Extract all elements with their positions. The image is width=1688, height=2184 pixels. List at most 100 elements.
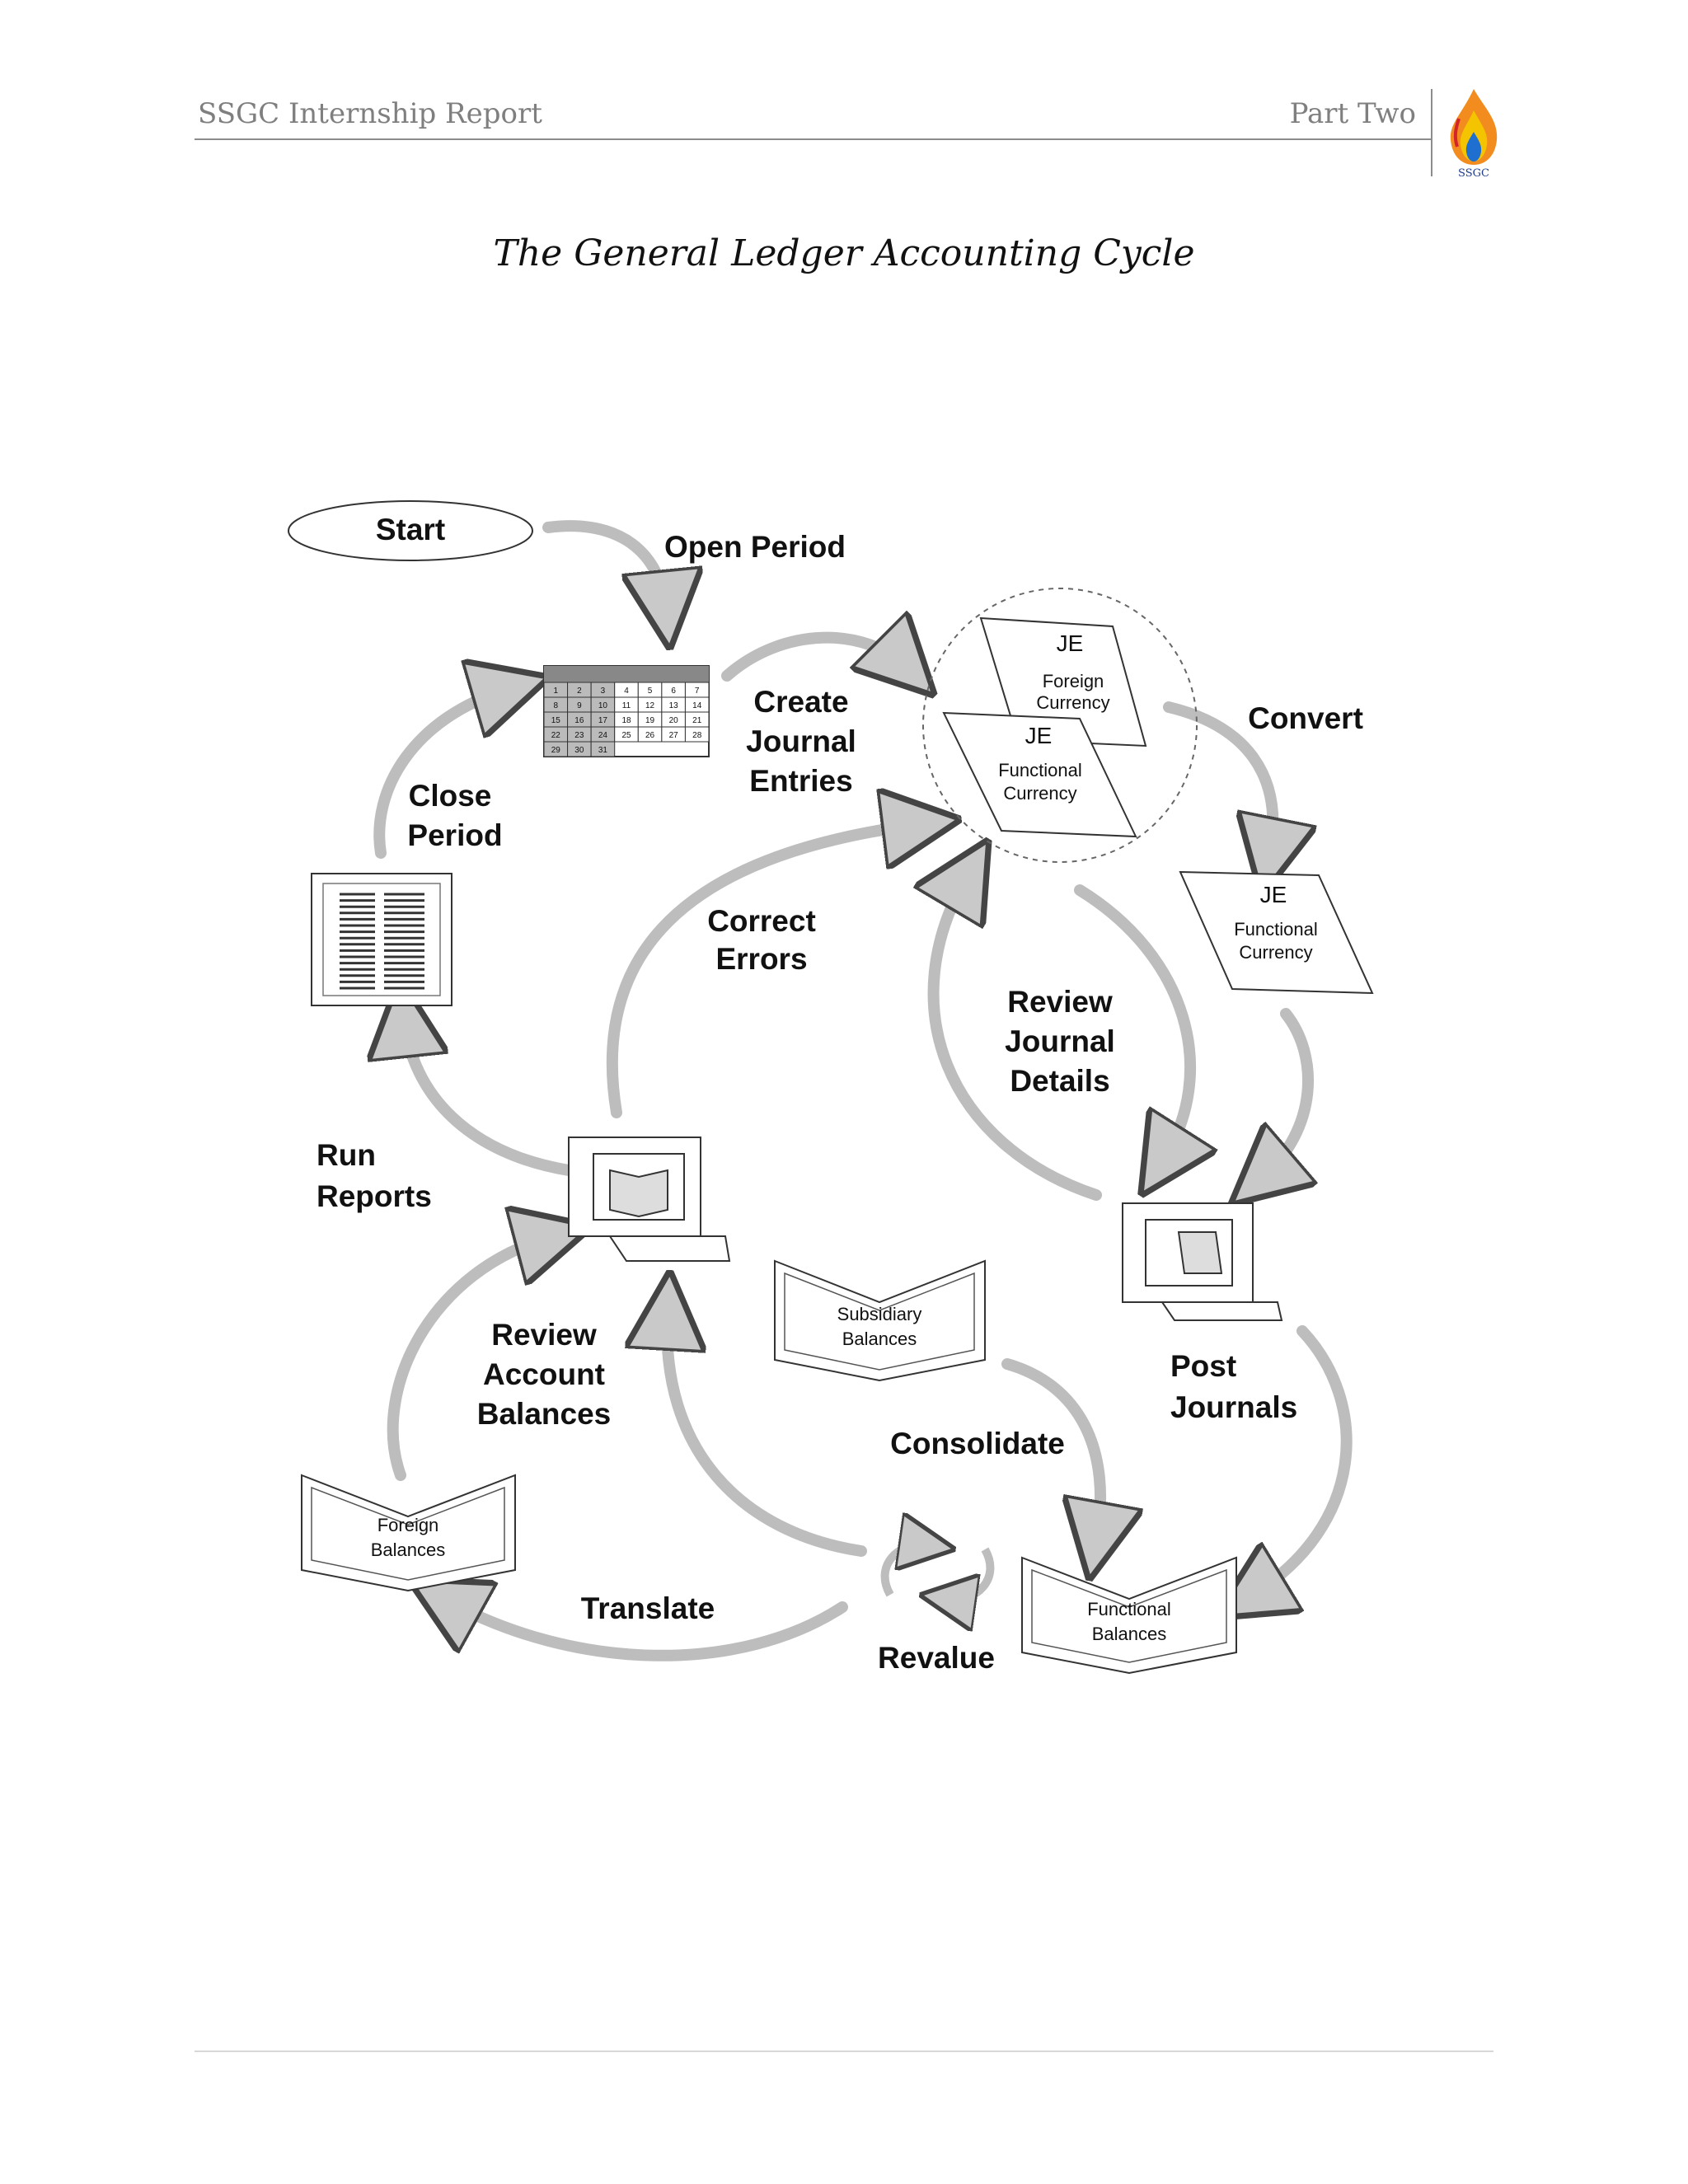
- arrow-run-reports: [404, 1018, 574, 1176]
- svg-text:Foreign: Foreign: [1043, 671, 1104, 691]
- calendar-day: 16: [574, 716, 584, 725]
- arrow-correct-errors: [606, 824, 921, 1118]
- calendar-day: 9: [577, 701, 582, 710]
- start-node: [288, 500, 533, 561]
- calendar-day: 24: [598, 731, 608, 740]
- svg-text:Functional: Functional: [1087, 1599, 1171, 1619]
- journal-entries-group: [922, 588, 1198, 863]
- label-close-2: Period: [407, 818, 502, 852]
- calendar-day: 15: [551, 716, 561, 725]
- svg-text:JE: JE: [1025, 723, 1053, 748]
- calendar-day: 17: [598, 716, 608, 725]
- subsidiary-balances-book: Subsidiary Balances: [774, 1259, 986, 1382]
- calendar-day: 14: [692, 701, 702, 710]
- label-review-journal-3: Details: [1010, 1064, 1109, 1098]
- svg-text:Functional: Functional: [998, 760, 1082, 780]
- label-create-1: Create: [753, 685, 848, 719]
- label-create-3: Entries: [749, 764, 852, 798]
- computer-icon-right: [1122, 1202, 1283, 1321]
- calendar-day: 26: [645, 731, 655, 740]
- label-review-journal-2: Journal: [1005, 1024, 1115, 1058]
- label-open-period: Open Period: [664, 530, 846, 564]
- arrow-revalue-up: [667, 1310, 867, 1557]
- calendar-day: 29: [551, 746, 561, 755]
- arrow-create-entries: [721, 638, 907, 676]
- page-title: The General Ledger Accounting Cycle: [493, 232, 1195, 274]
- arrow-consolidate: [1001, 1358, 1100, 1541]
- svg-text:JE: JE: [1057, 630, 1084, 656]
- calendar-day: 12: [645, 701, 655, 710]
- arrow-post-to-functional: [1249, 1325, 1353, 1597]
- arrow-close-period: [373, 688, 511, 859]
- arrow-review-up: [934, 874, 1102, 1201]
- je-foreign-currency-doc: JE Foreign Currency: [979, 616, 1147, 748]
- svg-text:JE: JE: [1260, 882, 1287, 907]
- report-icon: [311, 873, 452, 1006]
- calendar-day: 22: [551, 731, 561, 740]
- calendar-day: 21: [692, 716, 702, 725]
- header-divider: [195, 138, 1431, 140]
- svg-text:Foreign: Foreign: [377, 1515, 439, 1535]
- svg-text:Currency: Currency: [1036, 692, 1109, 713]
- header-section-label: Part Two: [1289, 97, 1416, 130]
- label-post-1: Post: [1170, 1349, 1236, 1383]
- label-review-account-2: Account: [483, 1357, 605, 1391]
- arrow-open-period: [542, 520, 666, 610]
- label-translate: Translate: [581, 1591, 715, 1625]
- calendar-day: 10: [598, 701, 608, 710]
- arrow-translate: [443, 1599, 848, 1661]
- label-correct-2: Errors: [715, 942, 807, 976]
- calendar-day: 2: [577, 687, 582, 696]
- calendar-day: 25: [621, 731, 631, 740]
- calendar-day: 6: [671, 687, 676, 696]
- svg-text:Currency: Currency: [1003, 783, 1076, 804]
- svg-text:Functional: Functional: [1234, 919, 1318, 940]
- revalue-cycle-icon: [880, 1544, 995, 1599]
- functional-balances-book: Functional Balances: [1021, 1556, 1237, 1675]
- label-run-reports-1: Run: [316, 1138, 376, 1172]
- label-run-reports-2: Reports: [316, 1179, 432, 1213]
- calendar-day: 18: [621, 716, 631, 725]
- svg-text:Balances: Balances: [371, 1540, 446, 1560]
- label-correct-1: Correct: [707, 904, 816, 938]
- ssgc-logo: SSGC: [1450, 89, 1498, 178]
- header-vertical-divider: [1431, 89, 1432, 176]
- calendar-day: 5: [648, 687, 653, 696]
- calendar-day: 7: [695, 687, 700, 696]
- arrow-review-down: [1074, 884, 1190, 1162]
- calendar-day: 27: [669, 731, 679, 740]
- svg-text:Subsidiary: Subsidiary: [837, 1304, 922, 1324]
- label-review-account-3: Balances: [477, 1397, 612, 1431]
- calendar-day: 28: [692, 731, 702, 740]
- calendar-day: 19: [645, 716, 655, 725]
- label-post-2: Journals: [1170, 1390, 1297, 1424]
- label-convert: Convert: [1248, 701, 1363, 735]
- calendar-day: 3: [601, 687, 606, 696]
- label-close-1: Close: [409, 779, 492, 813]
- arrow-review-account: [387, 1236, 554, 1481]
- svg-text:Balances: Balances: [1092, 1624, 1167, 1644]
- label-review-journal-1: Review: [1007, 985, 1113, 1019]
- foreign-balances-book: Foreign Balances: [301, 1474, 516, 1592]
- arrow-convert: [1163, 701, 1273, 857]
- calendar-day: 23: [574, 731, 584, 740]
- label-review-account-1: Review: [491, 1318, 597, 1352]
- flow-arrows: [373, 520, 1353, 1661]
- label-consolidate: Consolidate: [890, 1427, 1065, 1460]
- calendar-day: 13: [669, 701, 679, 710]
- je-functional-currency-doc: JE Functional Currency: [942, 711, 1137, 838]
- calendar-day: 11: [622, 701, 631, 710]
- svg-text:Balances: Balances: [842, 1329, 917, 1349]
- svg-text:Currency: Currency: [1239, 942, 1312, 963]
- calendar-day: 1: [554, 687, 559, 696]
- calendar-day: 20: [669, 716, 679, 725]
- label-revalue: Revalue: [878, 1641, 995, 1675]
- je-functional-currency-converted-doc: JE Functional Currency: [1179, 870, 1374, 995]
- footer-divider: [195, 2050, 1493, 2052]
- calendar-day: 30: [574, 746, 584, 755]
- calendar-day: 8: [554, 701, 559, 710]
- calendar-day: 4: [624, 687, 629, 696]
- computer-icon-left: [568, 1137, 731, 1262]
